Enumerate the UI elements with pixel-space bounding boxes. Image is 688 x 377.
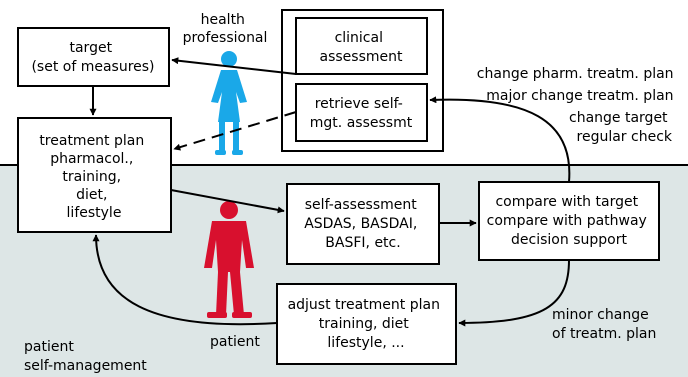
treatment-plan-text: treatment plan pharmacol., training, die… [39,133,148,221]
arrow-adjust-to-treatment [92,234,278,326]
self-assessment-box [286,183,440,265]
health-professional-icon [211,51,247,155]
arrow-professional-to-target [171,57,297,75]
connector-arrows [89,57,571,327]
adjust-plan-text: adjust treatment plan training, diet lif… [288,297,445,351]
treatment-plan-box [17,117,172,233]
clinical-assessment-text: clinical assessment [320,30,403,65]
minor-change-text: minor change of treatm. plan [552,307,656,342]
arrow-compare-to-retrieve [429,96,571,183]
professional-actions-text: change pharm. treatm. plan major change … [477,66,678,145]
patient-icon [204,201,254,318]
patient-label: patient [210,334,260,350]
arrow-retrieve-to-treatment [173,111,297,151]
target-box [17,27,170,87]
compare-box [478,181,660,261]
compare-text: compare with target compare with pathway… [487,194,652,248]
adjust-plan-box [276,283,457,365]
clinical-assessment-box [295,17,428,75]
arrow-compare-to-adjust [458,259,570,327]
retrieve-self-mgt-box [295,83,428,142]
self-assessment-text: self-assessment ASDAS, BASDAI, BASFI, et… [304,197,422,251]
arrow-treatment-to-self-assessment [170,189,285,214]
patient-self-management-label: patient self-management [24,339,147,374]
target-box-text: target (set of measures) [31,40,154,75]
health-professional-label: health professional [183,12,268,46]
retrieve-self-mgt-text: retrieve self- mgt. assessmt [310,96,413,131]
